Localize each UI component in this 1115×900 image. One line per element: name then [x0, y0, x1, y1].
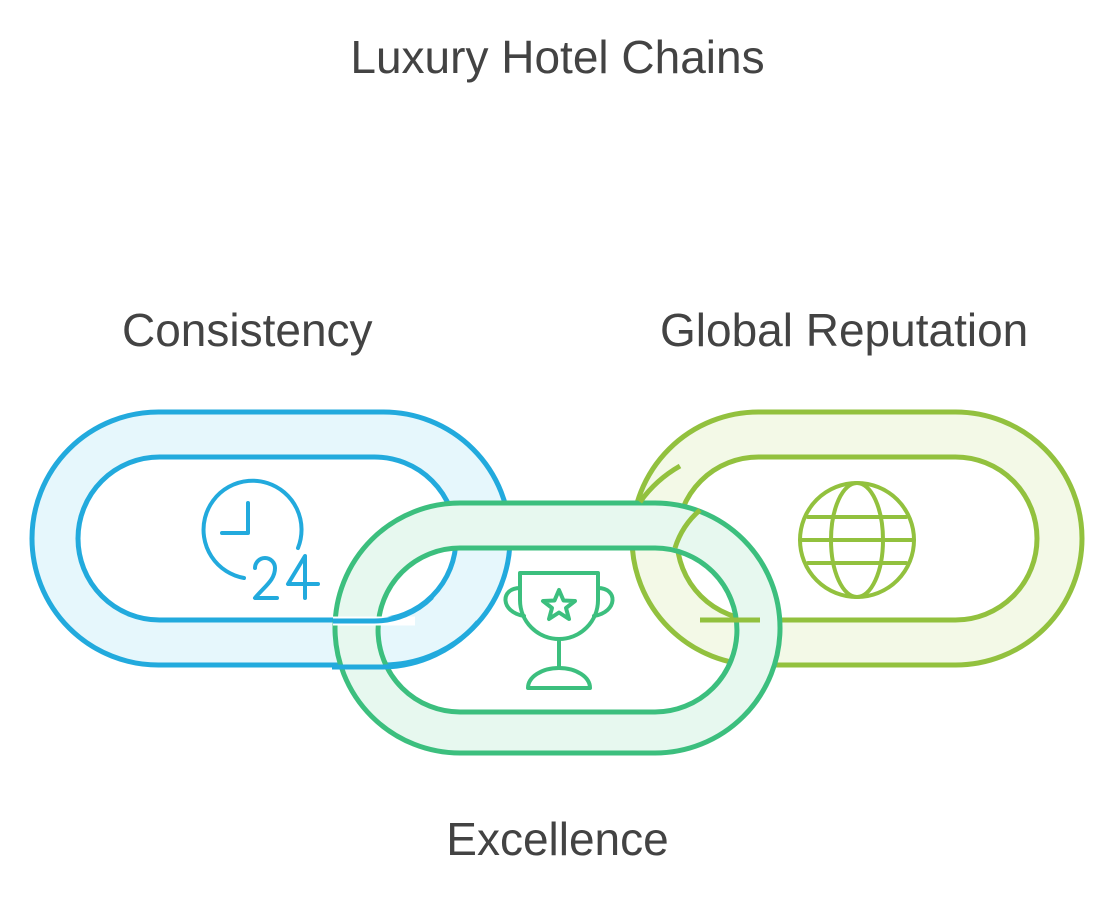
chain-link-excellence	[332, 500, 783, 756]
globe-icon	[798, 481, 916, 599]
clock-24-icon	[201, 478, 320, 600]
link-body-excellence	[332, 500, 783, 756]
label-excellence: Excellence	[446, 813, 669, 865]
label-consistency: Consistency	[122, 304, 373, 356]
interlock-left	[332, 595, 480, 670]
interlock-right	[637, 463, 760, 623]
label-global-reputation: Global Reputation	[660, 304, 1029, 356]
diagram-title: Luxury Hotel Chains	[350, 31, 765, 83]
trophy-star-icon	[503, 571, 615, 690]
